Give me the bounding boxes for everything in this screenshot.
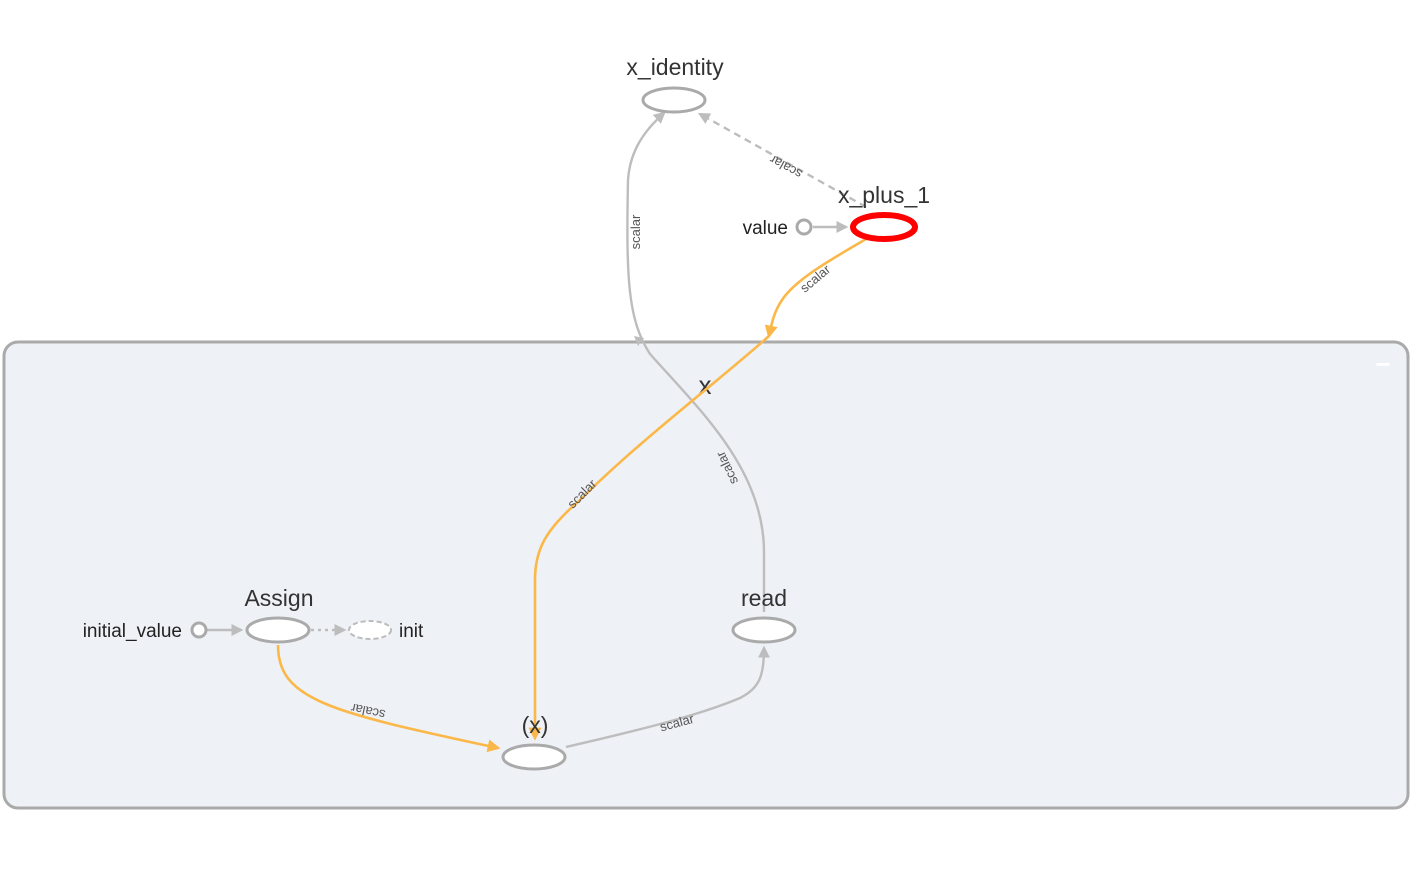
edge-assign-to-var bbox=[276, 644, 501, 753]
node-x-plus-1-label: x_plus_1 bbox=[838, 182, 930, 208]
node-value-shape[interactable] bbox=[795, 218, 813, 236]
edge-plus-to-identity bbox=[697, 112, 867, 209]
edge-group-to-var bbox=[528, 335, 770, 741]
edge-read-to-identity bbox=[626, 111, 766, 612]
node-x-identity[interactable]: x_identity bbox=[626, 54, 724, 114]
node-value[interactable]: value bbox=[743, 218, 813, 239]
edge-label-read-to-identity: scalar bbox=[628, 214, 643, 249]
node-read-shape[interactable] bbox=[731, 616, 797, 644]
node-initial-value[interactable]: initial_value bbox=[83, 621, 208, 642]
node-read[interactable]: read bbox=[731, 585, 797, 644]
node-value-label: value bbox=[743, 218, 788, 239]
group-x-box[interactable] bbox=[2, 340, 1410, 810]
edge-var-to-read bbox=[565, 645, 770, 749]
node-init[interactable]: init bbox=[348, 620, 424, 642]
node-variable-x-label: (x) bbox=[522, 712, 549, 738]
node-initial-value-label: initial_value bbox=[83, 621, 182, 642]
node-assign-label: Assign bbox=[244, 585, 313, 611]
node-variable-x[interactable]: (x) bbox=[501, 712, 567, 771]
node-variable-x-shape[interactable] bbox=[501, 743, 567, 771]
node-assign-shape[interactable] bbox=[245, 616, 311, 644]
edge-plus-to-group bbox=[764, 237, 867, 339]
edge-label-plus-to-group: scalar bbox=[797, 261, 834, 295]
group-collapse-button[interactable]: − bbox=[1375, 349, 1390, 379]
node-init-shape[interactable] bbox=[348, 620, 392, 640]
edge-label-assign-to-var: scalar bbox=[349, 700, 387, 722]
node-assign[interactable]: Assign bbox=[244, 585, 314, 644]
node-x-identity-label: x_identity bbox=[626, 54, 724, 80]
edge-read-group-arrow bbox=[634, 336, 644, 346]
node-x-identity-shape[interactable] bbox=[641, 86, 707, 114]
node-x-plus-1[interactable]: x_plus_1 bbox=[838, 182, 930, 242]
node-init-label: init bbox=[399, 621, 424, 642]
node-read-label: read bbox=[741, 585, 787, 611]
edge-label-plus-to-identity: scalar bbox=[766, 152, 804, 182]
group-x[interactable]: x − bbox=[2, 340, 1410, 810]
node-initial-value-shape[interactable] bbox=[190, 621, 208, 639]
node-x-plus-1-shape[interactable] bbox=[850, 212, 918, 242]
